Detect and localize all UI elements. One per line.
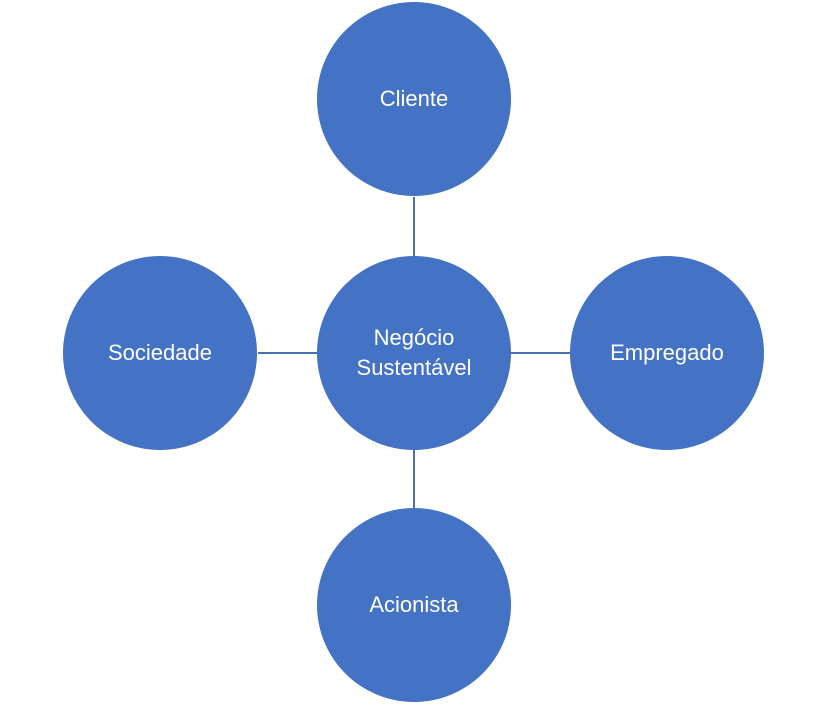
node-sociedade-label: Sociedade [108,340,212,365]
node-center-circle [317,256,511,450]
node-empregado: Empregado [570,256,764,450]
node-cliente-label: Cliente [380,86,448,111]
node-sociedade-circle [63,256,257,450]
node-acionista-circle [317,508,511,702]
node-cliente-circle [317,2,511,196]
node-empregado-circle [570,256,764,450]
node-sociedade: Sociedade [63,256,257,450]
node-empregado-label: Empregado [610,340,724,365]
node-cliente: Cliente [317,2,511,196]
node-center-label-line1: Negócio [374,325,455,350]
node-negocio-sustentavel: Negócio Sustentável [317,256,511,450]
node-acionista: Acionista [317,508,511,702]
node-center-label-line2: Sustentável [357,355,472,380]
node-acionista-label: Acionista [369,592,459,617]
